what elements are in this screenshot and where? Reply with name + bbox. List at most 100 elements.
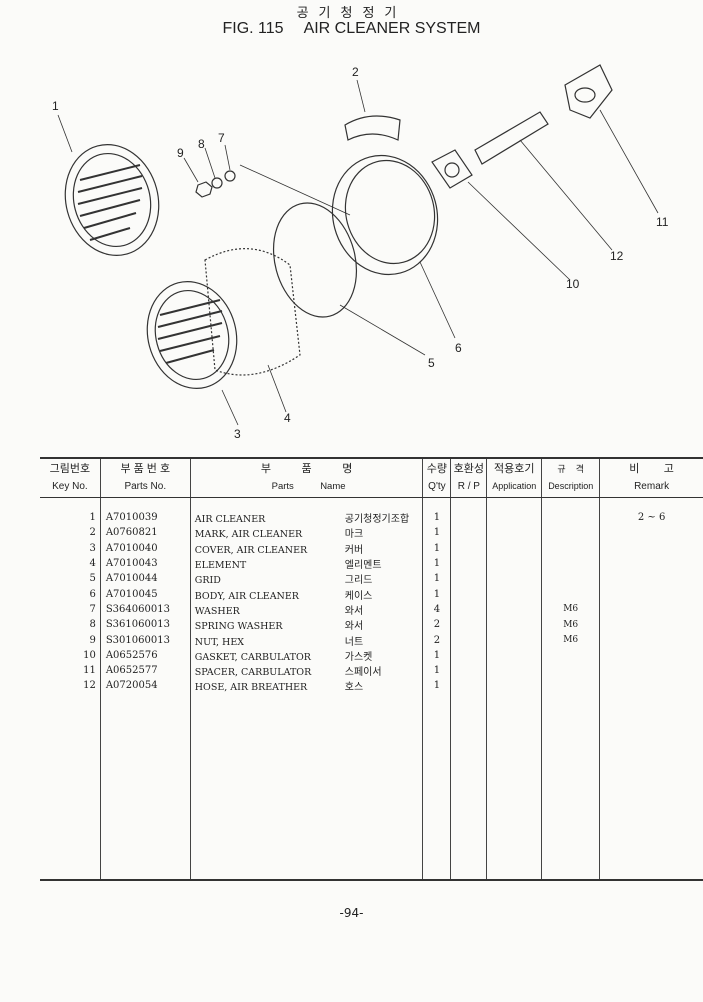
part-name-ko: 마크 [344, 529, 364, 541]
remark [599, 555, 703, 572]
application [486, 601, 542, 618]
part-name: COVER, AIR CLEANER 커버 [189, 540, 423, 556]
application [486, 617, 542, 633]
header-key-en: Key No. [52, 481, 88, 492]
header-qty-ko: 수량 [426, 463, 448, 475]
remark [599, 571, 703, 587]
remark [599, 678, 703, 694]
header-desc-ko: 규 격 [557, 464, 584, 474]
part-cover-1 [64, 144, 160, 256]
remark: 2 ~ 6 [599, 510, 703, 526]
key-no: 1 [89, 512, 96, 524]
application [486, 510, 542, 526]
exploded-diagram: 1 2 3 4 5 6 7 8 9 10 11 12 [52, 64, 669, 440]
header-qty-en: Q'ty [428, 481, 446, 492]
part-no: S301060013 [99, 632, 191, 648]
part-name-ko: 가스켓 [344, 651, 373, 663]
part-no: A0652577 [99, 662, 191, 679]
part-no: A0760821 [99, 525, 191, 541]
application [486, 647, 542, 663]
callout-7: 7 [218, 131, 225, 145]
part-no: A7010039 [99, 510, 191, 526]
header-part-ko: 부 품 번 호 [120, 463, 171, 475]
key-no: 3 [89, 542, 96, 554]
part-name: GASKET, CARBULATOR 가스켓 [189, 647, 423, 663]
description [541, 555, 600, 572]
part-name-en: COVER, AIR CLEANER [194, 544, 308, 556]
part-name-en: WASHER [194, 605, 240, 617]
remark [599, 586, 703, 602]
part-name-en: SPRING WASHER [194, 621, 283, 633]
description: M6 [541, 617, 600, 633]
header-rp-en: R / P [457, 481, 480, 492]
part-name-ko: 커버 [344, 544, 364, 556]
page-number: -94- [339, 906, 364, 920]
figure-number: FIG. 115 [222, 20, 284, 37]
application [486, 555, 542, 572]
header-key-ko: 그림번호 [49, 463, 91, 475]
rp [450, 662, 487, 679]
title-korean: 공기청정기 [296, 6, 407, 21]
part-cover-3 [146, 281, 238, 389]
callout-3: 3 [234, 427, 241, 440]
part-no: S361060013 [99, 617, 191, 633]
application [486, 678, 542, 694]
header-remark-ko: 비 고 [629, 463, 674, 475]
description [541, 662, 600, 679]
description [541, 571, 600, 587]
rp [450, 647, 487, 663]
part-no: A7010045 [99, 586, 191, 602]
rp [450, 510, 487, 526]
remark [599, 662, 703, 679]
quantity: 4 [422, 601, 451, 618]
remark [599, 617, 703, 633]
quantity: 1 [422, 586, 451, 602]
quantity: 1 [422, 571, 451, 587]
description [541, 525, 600, 541]
callout-12: 12 [610, 249, 624, 263]
application [486, 540, 542, 556]
part-no: A0652576 [99, 647, 191, 663]
part-grid [272, 202, 358, 318]
part-name-ko: 스페이서 [344, 667, 382, 679]
application [486, 632, 542, 648]
rp [450, 632, 487, 648]
rp [450, 555, 487, 572]
callout-11: 11 [656, 215, 669, 229]
application [486, 662, 542, 679]
quantity: 1 [422, 510, 451, 526]
callout-5: 5 [428, 356, 435, 370]
callout-1: 1 [52, 99, 59, 113]
key-no: 6 [89, 588, 96, 600]
application [486, 525, 542, 541]
key-no: 4 [89, 558, 96, 570]
part-name-ko: 와서 [344, 605, 364, 617]
header-part-en: Parts No. [124, 481, 167, 492]
part-name-ko: 그리드 [344, 575, 373, 587]
key-no: 9 [89, 634, 96, 646]
remark [599, 525, 703, 541]
part-name-ko: 너트 [344, 636, 364, 648]
application [486, 571, 542, 587]
rp [450, 586, 487, 602]
part-name-en: GASKET, CARBULATOR [194, 651, 311, 663]
part-no: A7010040 [99, 540, 191, 556]
rp [450, 601, 487, 618]
remark [599, 632, 703, 648]
description [541, 540, 600, 556]
